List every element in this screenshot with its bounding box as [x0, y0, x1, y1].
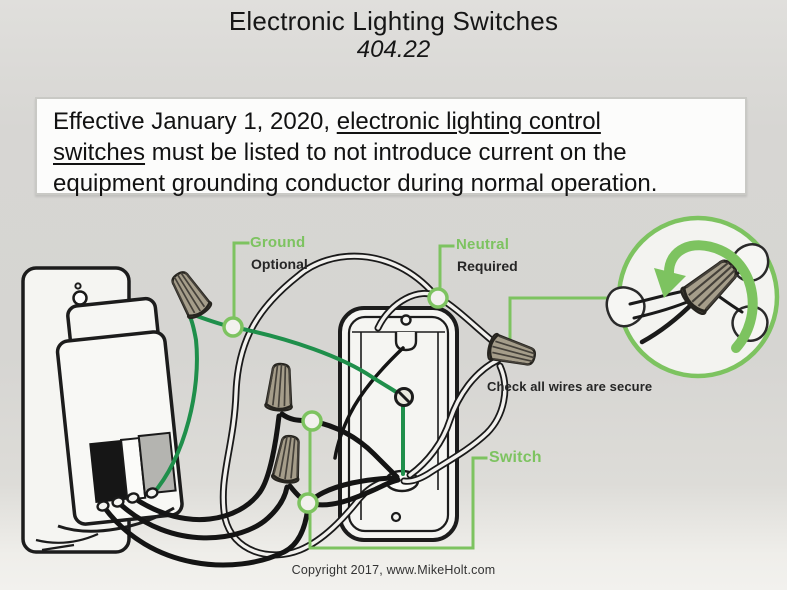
statement-text: Effective January 1, 2020, — [53, 108, 337, 135]
magnifier-detail — [605, 215, 780, 379]
switch-module-body — [55, 296, 184, 526]
ground-marker — [222, 316, 244, 338]
statement-line-2: switches must be listed to not introduce… — [53, 137, 745, 168]
wirenut-note: Check all wires are secure — [487, 379, 653, 394]
page-title: Electronic Lighting Switches — [228, 6, 559, 36]
wire-nut-ground — [164, 266, 215, 323]
statement-text: must be listed to not introduce current … — [145, 139, 627, 166]
white-wire-into-box-2 — [400, 362, 509, 485]
copyright-text: Copyright 2017, www.MikeHolt.com — [291, 563, 496, 577]
switch-terminals — [96, 487, 159, 512]
box-screw-hole-bottom — [390, 511, 402, 523]
statement-underlined-text: switches — [53, 139, 146, 166]
black-wire-upper-nut-to-box — [279, 411, 400, 480]
black-wires — [101, 346, 405, 568]
plate-bottom-detail — [35, 532, 99, 552]
statement-line-1: Effective January 1, 2020, electronic li… — [53, 106, 745, 137]
statement-line-3: equipment grounding conductor during nor… — [53, 170, 658, 197]
neutral-note: Required — [457, 258, 518, 274]
ground-note: Optional — [251, 256, 308, 272]
white-wire-into-box — [406, 356, 502, 479]
neutral-callout-line — [438, 244, 455, 290]
neutral-label: Neutral — [456, 236, 510, 253]
ground-label: Ground — [250, 234, 306, 251]
wiring-diagram — [21, 215, 780, 568]
white-wire-loop — [219, 252, 438, 559]
plate-led — [72, 290, 88, 306]
ground-screw-tab — [394, 332, 418, 352]
box-screw-hole — [400, 314, 412, 326]
statement-underlined-text: electronic lighting control — [336, 108, 601, 135]
switch-label: Switch — [489, 449, 542, 466]
ground-screw — [394, 387, 414, 407]
callout-markers — [222, 287, 449, 514]
plate-led-dot — [74, 282, 82, 290]
black-wire-band — [89, 439, 128, 503]
gray-wire-band — [137, 431, 177, 495]
switch-marker-2 — [297, 492, 319, 514]
black-wire-inside-box — [333, 346, 405, 460]
black-wire-terminal2 — [116, 484, 290, 541]
black-wire-terminal1 — [101, 475, 400, 568]
code-section-number: 404.22 — [356, 36, 431, 63]
ground-callout-line — [232, 241, 250, 319]
rule-statement-box: Effective January 1, 2020, electronic li… — [35, 97, 747, 197]
twist-arrow-icon — [654, 240, 758, 353]
switch-marker-1 — [301, 410, 323, 432]
ground-wire-from-switch — [150, 315, 199, 497]
black-wire-terminal3 — [131, 413, 282, 522]
wire-nut-upper — [263, 361, 297, 413]
neutral-marker — [427, 287, 449, 309]
magnifier-callout-line — [508, 296, 620, 344]
